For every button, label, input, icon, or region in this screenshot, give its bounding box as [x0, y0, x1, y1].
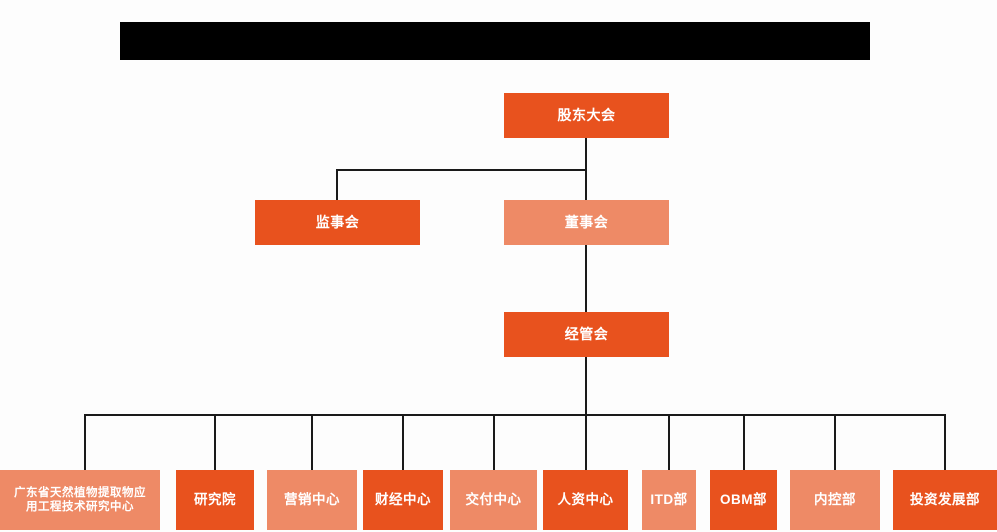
redacted-title-banner — [120, 22, 870, 60]
dept-box-obm[interactable]: OBM部 — [710, 470, 777, 530]
dept-label: 内控部 — [814, 491, 856, 507]
dept-label: 研究院 — [194, 491, 236, 507]
connector-drop-supervisory-board — [336, 169, 338, 201]
dept-label-line1: 广东省天然植物提取物应 — [14, 486, 146, 499]
connector-drop-dept-7 — [668, 414, 670, 470]
dept-label: 交付中心 — [465, 491, 522, 507]
dept-box-research-institute[interactable]: 研究院 — [176, 470, 254, 530]
dept-box-itd[interactable]: ITD部 — [642, 470, 696, 530]
connector-shareholders-stem — [585, 138, 587, 170]
dept-box-hr-center[interactable]: 人资中心 — [543, 470, 628, 530]
node-label: 经管会 — [564, 325, 609, 342]
node-label: 股东大会 — [557, 106, 616, 123]
dept-box-delivery-center[interactable]: 交付中心 — [450, 470, 537, 530]
connector-drop-dept-3 — [311, 414, 313, 470]
connector-drop-dept-2 — [214, 414, 216, 470]
dept-box-marketing-center[interactable]: 营销中心 — [267, 470, 357, 530]
connector-drop-board-of-directors — [585, 169, 587, 201]
connector-drop-dept-5 — [493, 414, 495, 470]
dept-box-investment-development[interactable]: 投资发展部 — [893, 470, 997, 530]
node-label: 董事会 — [564, 213, 609, 230]
connector-drop-dept-8 — [743, 414, 745, 470]
connector-drop-dept-10 — [944, 414, 946, 470]
connector-board-to-management — [585, 245, 587, 313]
dept-label: 广东省天然植物提取物应 用工程技术研究中心 — [14, 486, 146, 515]
node-supervisory-board[interactable]: 监事会 — [255, 200, 420, 245]
dept-label-line2: 用工程技术研究中心 — [26, 501, 134, 513]
node-shareholders-meeting[interactable]: 股东大会 — [504, 93, 669, 138]
dept-label: ITD部 — [650, 491, 688, 507]
dept-label: OBM部 — [720, 491, 767, 507]
dept-box-research-center[interactable]: 广东省天然植物提取物应 用工程技术研究中心 — [0, 470, 160, 530]
dept-label: 财经中心 — [375, 491, 431, 507]
connector-drop-dept-6 — [585, 414, 587, 470]
connector-management-stem — [585, 357, 587, 415]
connector-drop-dept-1 — [84, 414, 86, 470]
node-board-of-directors[interactable]: 董事会 — [504, 200, 669, 245]
connector-drop-dept-4 — [402, 414, 404, 470]
node-management-committee[interactable]: 经管会 — [504, 312, 669, 357]
connector-level2-bus — [336, 169, 587, 171]
dept-label: 人资中心 — [557, 491, 614, 507]
node-label: 监事会 — [315, 213, 360, 230]
connector-departments-bus — [84, 414, 946, 416]
dept-box-internal-control[interactable]: 内控部 — [790, 470, 880, 530]
dept-label: 投资发展部 — [910, 491, 980, 507]
connector-drop-dept-9 — [834, 414, 836, 470]
dept-box-finance-center[interactable]: 财经中心 — [363, 470, 443, 530]
dept-label: 营销中心 — [284, 491, 340, 507]
